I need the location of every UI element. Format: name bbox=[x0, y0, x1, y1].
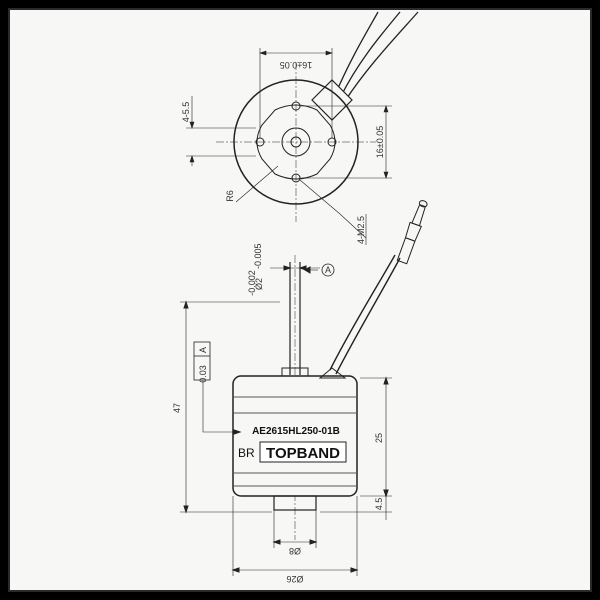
brand-prefix: BR bbox=[238, 446, 255, 460]
holes-spacing-dim: 4-5.5 bbox=[181, 102, 191, 123]
side-view bbox=[180, 200, 428, 576]
shaft-diameter: Ø2 bbox=[254, 278, 264, 290]
shaft-tolerance-upper: -0.002 bbox=[247, 270, 257, 296]
lead-wire bbox=[334, 11, 379, 96]
thread-dim: 4-M2.5 bbox=[356, 216, 366, 244]
brand-name: TOPBAND bbox=[266, 445, 340, 462]
technical-drawing: 16±0.05 16±0.05 4-5.5 R6 4-M2.5 bbox=[172, 11, 428, 584]
lead-wire bbox=[339, 11, 401, 99]
body-length-dim: 25 bbox=[374, 433, 384, 443]
drawing-frame: 16±0.05 16±0.05 4-5.5 R6 4-M2.5 bbox=[10, 10, 590, 590]
runout-value: 0.03 bbox=[198, 365, 208, 383]
lead-wire bbox=[344, 11, 419, 102]
top-width-dim: 16±0.05 bbox=[280, 60, 312, 70]
boss-length-dim: 4.5 bbox=[374, 498, 384, 511]
body-diameter-dim: Ø26 bbox=[286, 574, 303, 584]
brand-label-box bbox=[259, 441, 347, 463]
total-length-dim: 47 bbox=[172, 403, 182, 413]
top-view bbox=[186, 11, 419, 245]
runout-datum: A bbox=[198, 347, 208, 353]
radius-dim: R6 bbox=[225, 190, 235, 202]
mount-plate bbox=[256, 104, 336, 180]
model-code: AE2615HL250-01B bbox=[252, 426, 340, 437]
boss-diameter-dim: Ø8 bbox=[289, 546, 301, 556]
top-height-dim: 16±0.05 bbox=[375, 126, 385, 158]
shaft-tolerance-lower: -0.005 bbox=[253, 243, 263, 269]
datum-label: A bbox=[325, 265, 331, 275]
